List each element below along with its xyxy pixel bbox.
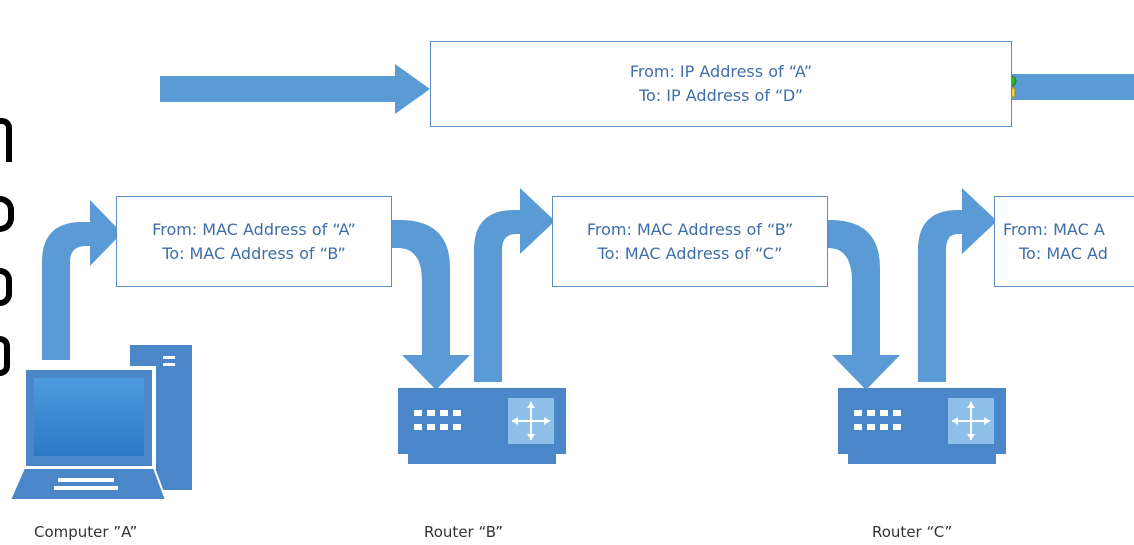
mac-header-box-3[interactable]: From: MAC A To: MAC Ad — [994, 196, 1134, 287]
ip-header-box[interactable]: From: IP Address of “A” To: IP Address o… — [430, 41, 1012, 127]
computer-icon — [8, 345, 192, 501]
router-b-label: Router “B” — [424, 523, 504, 541]
router-c-label: Router “C” — [872, 523, 953, 541]
mac-to-text: To: MAC Address of “B” — [162, 243, 346, 263]
cropped-letter-2 — [0, 196, 14, 232]
up-arrow-router-b — [474, 188, 555, 382]
down-arrow-router-c — [810, 220, 900, 390]
cropped-letter-3 — [0, 268, 12, 306]
cropped-letter-1 — [0, 118, 12, 162]
mac-to-text: To: MAC Address of “C” — [597, 243, 783, 263]
ip-flow-arrow — [160, 64, 430, 114]
ip-from-text: From: IP Address of “A” — [629, 62, 813, 81]
up-arrow-computer — [42, 200, 122, 360]
ip-to-text: To: IP Address of “D” — [638, 86, 804, 105]
cropped-background-text — [0, 0, 562, 16]
router-b-icon — [398, 388, 566, 464]
down-arrow-router-b — [390, 220, 470, 390]
cropped-letter-4 — [0, 336, 10, 376]
up-arrow-router-c — [918, 188, 997, 382]
ip-exit-arrow — [1012, 74, 1134, 100]
mac-header-box-1[interactable]: From: MAC Address of “A” To: MAC Address… — [116, 196, 392, 287]
mac-to-text: To: MAC Ad — [1019, 243, 1108, 263]
computer-a-label: Computer ”A” — [34, 523, 138, 541]
mac-header-box-2[interactable]: From: MAC Address of “B” To: MAC Address… — [552, 196, 828, 287]
mac-from-text: From: MAC Address of “B” — [586, 219, 794, 239]
router-c-icon — [838, 388, 1006, 464]
mac-from-text: From: MAC Address of “A” — [152, 219, 356, 239]
mac-from-text: From: MAC A — [1003, 219, 1105, 239]
